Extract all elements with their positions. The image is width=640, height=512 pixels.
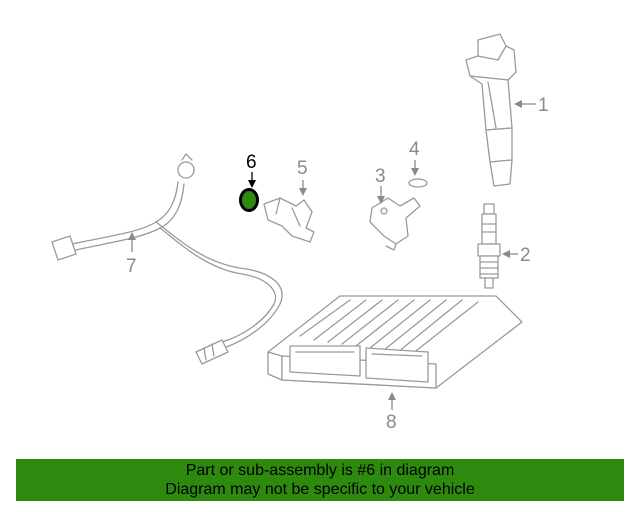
callout-6: 6: [246, 152, 257, 188]
position-sensor-part[interactable]: [369, 197, 421, 251]
callout-number-6: 6: [246, 152, 257, 173]
callout-1: 1: [514, 95, 549, 116]
ignition-coil-part[interactable]: [465, 33, 517, 187]
part-info-banner: Part or sub-assembly is #6 in diagram Di…: [16, 459, 624, 501]
spark-plug-part[interactable]: [477, 203, 501, 289]
callout-8: 8: [386, 392, 397, 433]
parts-diagram: 1 2 3 4 5: [51, 33, 549, 433]
callout-number-3: 3: [375, 166, 386, 187]
o-ring-part[interactable]: [408, 178, 428, 188]
callout-number-4: 4: [409, 139, 420, 160]
crankshaft-sensor-part[interactable]: [263, 197, 315, 243]
banner-line-2: Diagram may not be specific to your vehi…: [165, 481, 475, 498]
engine-control-module-part[interactable]: [267, 295, 523, 389]
callout-number-5: 5: [297, 158, 308, 179]
callout-5: 5: [297, 158, 308, 196]
seal-part-highlighted[interactable]: [239, 188, 259, 212]
callout-4: 4: [409, 139, 420, 176]
banner-line-1: Part or sub-assembly is #6 in diagram: [185, 462, 455, 479]
callout-number-2: 2: [520, 245, 531, 266]
callout-number-1: 1: [538, 95, 549, 116]
oxygen-sensor-part[interactable]: [51, 153, 283, 365]
callout-3: 3: [375, 166, 386, 204]
callout-7: 7: [126, 232, 137, 277]
callout-number-7: 7: [126, 256, 137, 277]
callout-number-8: 8: [386, 412, 397, 433]
callout-2: 2: [502, 245, 531, 266]
